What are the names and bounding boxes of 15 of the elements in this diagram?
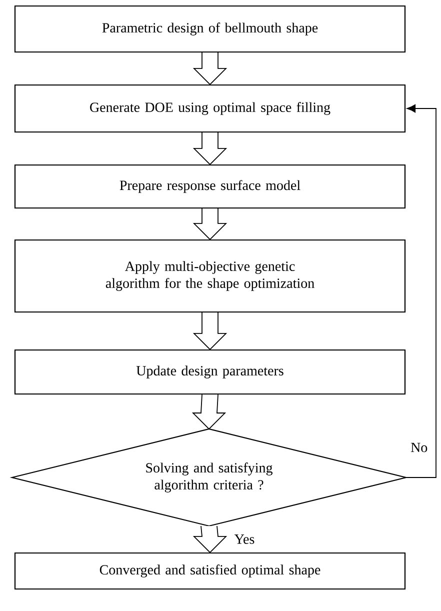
process-box: Parametric design of bellmouth shape — [14, 5, 406, 53]
block-arrow — [192, 208, 228, 240]
block-arrow — [192, 312, 228, 350]
process-box: Prepare response surface model — [14, 164, 406, 209]
feedback-arrow — [406, 104, 436, 478]
block-arrow — [192, 132, 228, 166]
process-box: Apply multi-objective genetic algorithm for the shape optimization — [14, 239, 406, 313]
block-arrow — [192, 394, 226, 430]
process-box: Update design parameters — [14, 349, 406, 395]
edge-label: Yes — [234, 534, 254, 544]
process-box: Converged and satisfied optimal shape — [14, 552, 406, 590]
block-arrow — [192, 526, 228, 554]
process-box: Generate DOE using optimal space filling — [14, 84, 406, 133]
edge-label: No — [410, 442, 428, 452]
block-arrow — [192, 52, 228, 86]
